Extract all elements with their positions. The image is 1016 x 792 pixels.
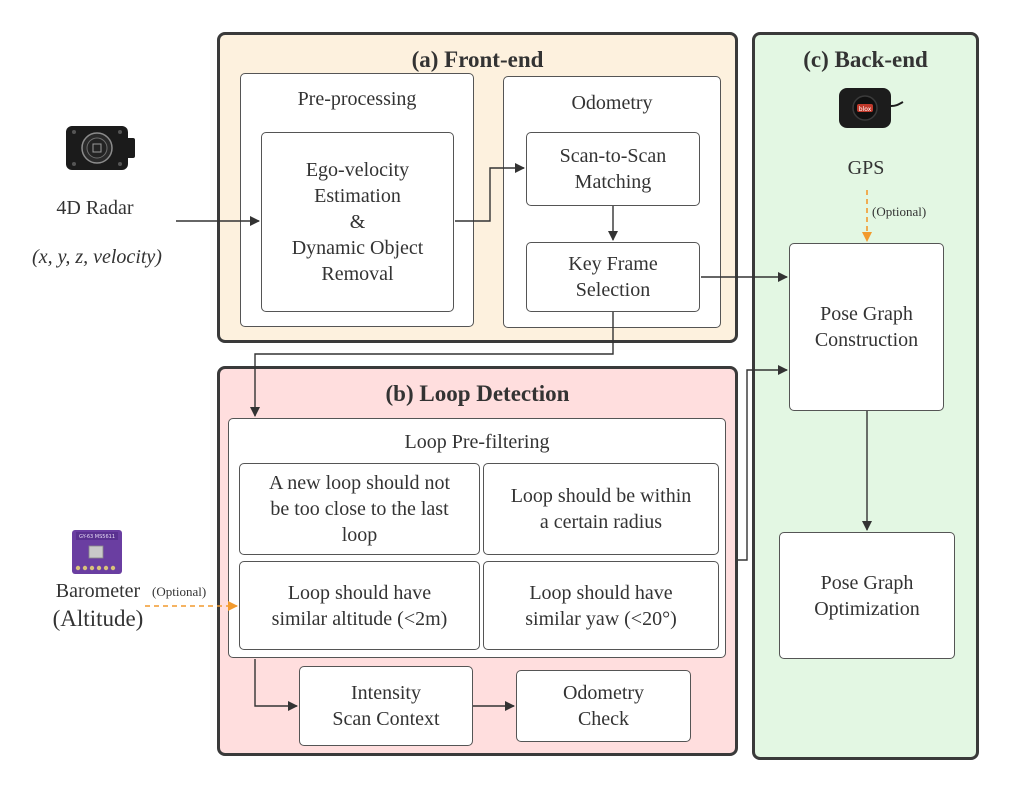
odometry-check-text: Odometry Check: [562, 682, 645, 730]
arrow-prefilter-to-intensity: [254, 659, 298, 711]
ego-velocity-box: Ego-velocity Estimation & Dynamic Object…: [261, 132, 454, 312]
odometry-label: Odometry: [571, 92, 653, 114]
barometer-sub-label: (Altitude): [52, 606, 144, 631]
ego-velocity-text: Ego-velocity Estimation & Dynamic Object…: [291, 159, 424, 285]
radar-label: 4D Radar: [56, 197, 134, 219]
barometer-label: Barometer: [55, 580, 141, 602]
barometer-board-icon: GY-63 MS5611: [72, 530, 122, 574]
radar-sub-text: (x, y, z, velocity): [32, 246, 162, 268]
arrow-preprocessing-to-odometry: [455, 163, 525, 222]
criterion-text-distance: A new loop should not be too close to th…: [268, 472, 451, 546]
preprocessing-label: Pre-processing: [297, 88, 417, 110]
gps-optional-label: (Optional): [872, 204, 927, 219]
arrow-keyframe-to-loop-detection: [250, 312, 614, 417]
key-frame-text: Key Frame Selection: [568, 253, 658, 301]
gps-logo-text: blox: [859, 106, 872, 113]
pose-graph-construction-text: Pose Graph Construction: [814, 303, 919, 351]
scan-to-scan-box: Scan-to-Scan Matching: [526, 132, 700, 206]
gps-label: GPS: [847, 157, 885, 179]
loop-prefilter-label: Loop Pre-filtering: [404, 431, 550, 453]
intensity-scan-context-text: Intensity Scan Context: [332, 682, 440, 730]
odometry-check-box: Odometry Check: [516, 670, 691, 742]
criterion-box-altitude: Loop should have similar altitude (<2m): [239, 561, 480, 650]
loop-detection-title: (b) Loop Detection: [385, 381, 570, 406]
scan-to-scan-text: Scan-to-Scan Matching: [559, 145, 667, 193]
front-end-title: (a) Front-end: [411, 47, 544, 72]
barometer-optional-label: (Optional): [152, 584, 207, 599]
criterion-box-radius: Loop should be within a certain radius: [483, 463, 719, 555]
pose-graph-construction-box: Pose Graph Construction: [789, 243, 944, 411]
gps-module-icon: blox: [839, 88, 904, 128]
criterion-box-distance: A new loop should not be too close to th…: [239, 463, 480, 555]
criterion-text-yaw: Loop should have similar yaw (<20°): [525, 581, 677, 630]
barometer-chip-text: GY-63 MS5611: [79, 534, 115, 540]
radar-sub-label: (x, y, z, velocity): [14, 223, 180, 269]
back-end-title: (c) Back-end: [803, 47, 928, 72]
intensity-scan-context-box: Intensity Scan Context: [299, 666, 473, 746]
criterion-text-radius: Loop should be within a certain radius: [510, 485, 692, 533]
key-frame-box: Key Frame Selection: [526, 242, 700, 312]
criterion-box-yaw: Loop should have similar yaw (<20°): [483, 561, 719, 650]
radar-sensor-icon: [66, 126, 135, 170]
arrow-prefilter-to-construction: [738, 365, 788, 561]
pose-graph-optimization-text: Pose Graph Optimization: [814, 571, 920, 620]
pose-graph-optimization-box: Pose Graph Optimization: [779, 532, 955, 659]
criterion-text-altitude: Loop should have similar altitude (<2m): [271, 581, 448, 630]
